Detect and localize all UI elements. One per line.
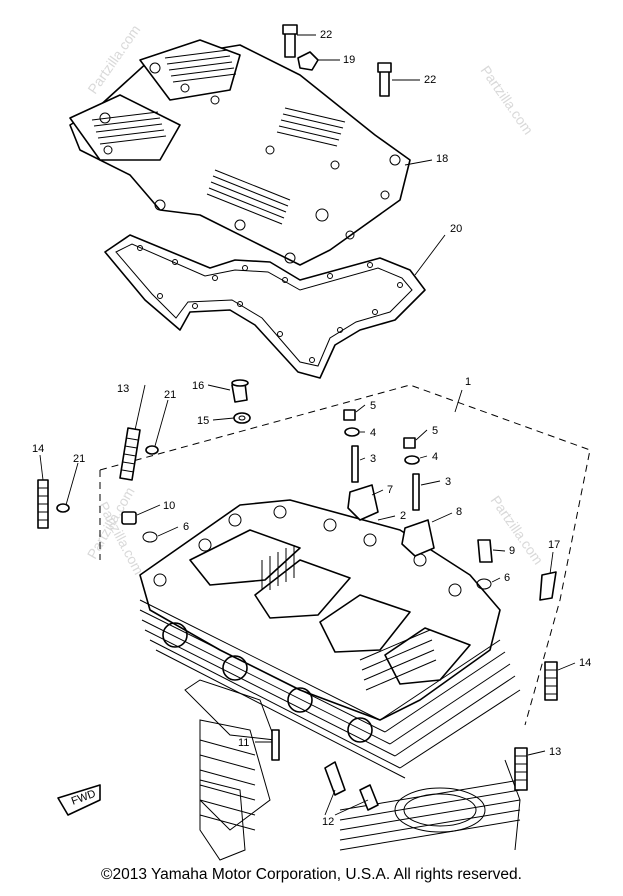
- callout-14-left: 14: [32, 443, 44, 455]
- callout-4-right: 4: [432, 451, 438, 463]
- callout-13-left: 13: [117, 383, 129, 395]
- head-cover-gasket: [104, 234, 426, 379]
- callout-5-right: 5: [432, 425, 438, 437]
- copyright-notice: ©2013 Yamaha Motor Corporation, U.S.A. A…: [101, 866, 522, 883]
- forward-direction-arrow: FWD: [57, 784, 101, 816]
- callout-21-left: 21: [73, 453, 85, 465]
- callout-3-left: 3: [370, 453, 376, 465]
- callout-13-right: 13: [549, 746, 561, 758]
- callout-19: 19: [343, 54, 355, 66]
- callout-22-top: 22: [320, 29, 332, 41]
- callout-9: 9: [509, 545, 515, 557]
- callout-20: 20: [450, 223, 462, 235]
- cylinder-head-cover: [69, 39, 411, 266]
- callout-6-left: 6: [183, 521, 189, 533]
- callout-7: 7: [387, 484, 393, 496]
- assembly-boundary: [99, 384, 591, 726]
- callout-5-left: 5: [370, 400, 376, 412]
- callout-6-right: 6: [504, 572, 510, 584]
- callout-4-left: 4: [370, 427, 376, 439]
- callout-3-right: 3: [445, 476, 451, 488]
- callout-11: 11: [238, 737, 249, 749]
- callout-numbers: 22 19 22 18 20 1 5 4 3 5 4 3 7 2 8 9 6 1…: [32, 29, 591, 828]
- leader-lines: [39, 34, 576, 816]
- cover-bolts: [282, 24, 392, 97]
- callout-8: 8: [456, 506, 462, 518]
- callout-17: 17: [548, 539, 560, 551]
- callout-10: 10: [163, 500, 175, 512]
- callout-1: 1: [465, 376, 471, 388]
- callout-2: 2: [400, 510, 406, 522]
- watermark-top-right: Partzilla.com: [478, 63, 537, 138]
- callout-21-top: 21: [164, 389, 176, 401]
- watermark-mid-right: Partzilla.com: [488, 493, 547, 568]
- callout-22-right: 22: [424, 74, 436, 86]
- callout-14-right: 14: [579, 657, 591, 669]
- callout-18: 18: [436, 153, 448, 165]
- callout-15: 15: [197, 415, 209, 427]
- cylinder-head: [139, 499, 521, 779]
- callout-16: 16: [192, 380, 204, 392]
- small-parts: [37, 379, 558, 811]
- callout-12: 12: [322, 816, 334, 828]
